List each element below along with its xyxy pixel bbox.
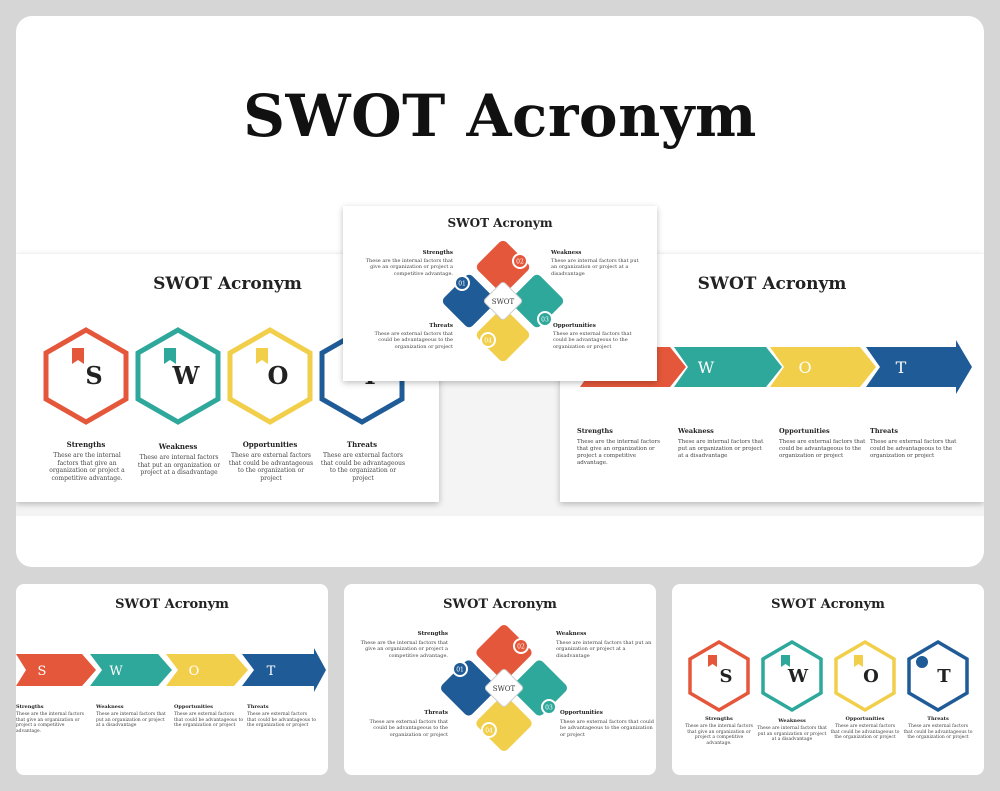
svg-text:04: 04 bbox=[485, 728, 493, 735]
desc-strengths: These are the internal factors that give… bbox=[49, 452, 125, 482]
quadrant-threats bbox=[476, 308, 530, 362]
desc-strengths: These are the internal factors that give… bbox=[360, 640, 448, 659]
desc-threats: These are external factors that could be… bbox=[369, 719, 449, 738]
svg-text:O: O bbox=[798, 358, 811, 377]
svg-text:T: T bbox=[896, 358, 907, 377]
label-weakness: Weakness bbox=[551, 250, 582, 256]
desc-weakness: These are internal factors that put an o… bbox=[96, 712, 166, 729]
label-opportunities: Opportunities bbox=[242, 440, 298, 449]
hexagon-row: S W O T bbox=[688, 639, 969, 713]
thumbnail-arrows[interactable]: SWOT Acronym S W O T Strengths These are… bbox=[16, 584, 328, 775]
slide-title: SWOT Acronym bbox=[447, 216, 553, 230]
page-title: SWOT Acronym bbox=[243, 82, 757, 150]
hexagon-s: S bbox=[43, 327, 129, 425]
svg-text:O: O bbox=[268, 361, 289, 390]
arrow-w: W bbox=[674, 347, 782, 387]
label-threats: Threats bbox=[346, 440, 378, 449]
svg-text:04: 04 bbox=[484, 338, 492, 345]
svg-text:W: W bbox=[698, 358, 715, 377]
desc-opportunities: These are external factors that could be… bbox=[560, 719, 654, 738]
desc-strengths: These are the internal factors that give… bbox=[16, 712, 84, 734]
hexagon-o: O bbox=[227, 327, 313, 425]
label-opportunities: Opportunities bbox=[779, 427, 830, 435]
desc-opportunities: These are external factors that could be… bbox=[174, 712, 244, 729]
label-threats: Threats bbox=[870, 427, 898, 435]
svg-text:01: 01 bbox=[458, 281, 466, 288]
slide-title: SWOT Acronym bbox=[771, 597, 885, 612]
arrow-o: O bbox=[770, 347, 876, 387]
label-strengths: Strengths bbox=[577, 427, 613, 435]
label-threats: Threats bbox=[247, 704, 269, 710]
svg-text:O: O bbox=[863, 666, 879, 687]
slide-title: SWOT Acronym bbox=[153, 274, 302, 294]
desc-opportunities: These are external factors that could be… bbox=[830, 724, 900, 741]
desc-threats: These are external factors that could be… bbox=[374, 331, 454, 350]
desc-weakness: These are internal factors that put an o… bbox=[757, 726, 827, 743]
label-threats: Threats bbox=[927, 716, 949, 722]
label-strengths: Strengths bbox=[422, 250, 453, 256]
desc-weakness: These are internal factors that put an o… bbox=[556, 640, 652, 659]
desc-opportunities: These are external factors that could be… bbox=[779, 439, 866, 459]
desc-threats: These are external factors that could be… bbox=[903, 724, 973, 741]
desc-strengths: These are the internal factors that give… bbox=[685, 724, 753, 746]
desc-strengths: These are the internal factors that give… bbox=[365, 258, 453, 277]
desc-threats: These are external factors that could be… bbox=[320, 452, 406, 482]
thumbnail-diamond[interactable]: SWOT Acronym SWOT 02 03 04 01 Strengths … bbox=[344, 584, 656, 775]
svg-text:01: 01 bbox=[456, 667, 464, 674]
desc-threats: These are external factors that could be… bbox=[870, 439, 957, 459]
label-threats: Threats bbox=[429, 323, 453, 329]
svg-text:W: W bbox=[172, 361, 201, 390]
label-weakness: Weakness bbox=[96, 704, 124, 710]
label-strengths: Strengths bbox=[66, 440, 106, 449]
hexagon-w: W bbox=[135, 327, 221, 425]
quadrant-weakness bbox=[476, 240, 530, 294]
arrow-row: W O T bbox=[580, 340, 972, 394]
label-strengths: Strengths bbox=[417, 631, 448, 637]
label-weakness: Weakness bbox=[778, 718, 806, 724]
svg-text:T: T bbox=[937, 666, 951, 687]
desc-weakness: These are internal factors that put an o… bbox=[137, 454, 221, 476]
desc-strengths: These are the internal factors that give… bbox=[577, 439, 661, 466]
slide-title: SWOT Acronym bbox=[115, 597, 229, 612]
hexagon-row: S W O T bbox=[43, 327, 405, 425]
svg-text:S: S bbox=[38, 664, 47, 679]
desc-opportunities: These are external factors that could be… bbox=[553, 331, 632, 350]
svg-text:SWOT: SWOT bbox=[493, 685, 516, 693]
svg-text:02: 02 bbox=[516, 259, 524, 266]
desc-weakness: These are internal factors that put an o… bbox=[551, 258, 639, 277]
svg-text:02: 02 bbox=[517, 644, 525, 651]
svg-text:W: W bbox=[787, 666, 809, 687]
desc-threats: These are external factors that could be… bbox=[247, 712, 317, 729]
slide-title: SWOT Acronym bbox=[697, 274, 847, 294]
arrow-row: S W O T bbox=[16, 648, 326, 692]
label-weakness: Weakness bbox=[556, 631, 587, 637]
slide-diamond-large[interactable]: SWOT Acronym SWOT 02 03 04 01 bbox=[343, 206, 657, 381]
svg-text:03: 03 bbox=[545, 705, 553, 712]
svg-text:S: S bbox=[720, 666, 733, 687]
svg-text:S: S bbox=[85, 361, 102, 390]
label-opportunities: Opportunities bbox=[553, 323, 596, 329]
label-threats: Threats bbox=[424, 710, 448, 716]
hero-preview: SWOT Acronym SWOT Acronym S W O T bbox=[16, 16, 984, 567]
label-opportunities: Opportunities bbox=[174, 704, 214, 710]
svg-text:T: T bbox=[267, 664, 276, 679]
label-strengths: Strengths bbox=[16, 704, 44, 710]
label-strengths: Strengths bbox=[705, 716, 733, 722]
label-opportunities: Opportunities bbox=[560, 710, 603, 716]
label-opportunities: Opportunities bbox=[845, 716, 885, 722]
label-weakness: Weakness bbox=[158, 442, 198, 451]
desc-opportunities: These are external factors that could be… bbox=[228, 452, 314, 482]
svg-text:O: O bbox=[189, 664, 200, 679]
svg-text:W: W bbox=[109, 664, 123, 679]
thumbnail-hexagons[interactable]: SWOT Acronym S W O T Strengths These are… bbox=[672, 584, 984, 775]
svg-text:SWOT: SWOT bbox=[492, 298, 515, 306]
arrow-t: T bbox=[866, 340, 972, 394]
diamond-graphic: SWOT 02 03 04 01 bbox=[442, 240, 564, 362]
diamond-graphic: SWOT 02 03 04 01 bbox=[441, 625, 567, 751]
desc-weakness: These are internal factors that put an o… bbox=[678, 439, 764, 459]
label-weakness: Weakness bbox=[678, 427, 714, 435]
slide-title: SWOT Acronym bbox=[443, 597, 557, 612]
svg-text:03: 03 bbox=[541, 317, 549, 324]
